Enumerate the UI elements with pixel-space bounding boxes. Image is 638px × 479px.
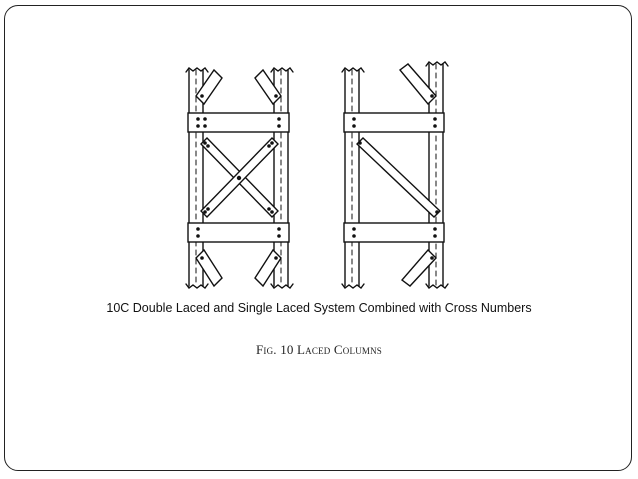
- left-chord: [341, 67, 365, 289]
- slide-frame: [4, 5, 632, 471]
- tie-plate-bottom: [343, 222, 445, 243]
- rivets: [196, 94, 439, 260]
- figure-title: Fig. 10 Laced Columns: [255, 342, 383, 357]
- right-chord: [270, 67, 294, 289]
- tie-plate-top: [187, 112, 290, 133]
- left-chord: [185, 67, 209, 289]
- tie-plate-bottom: [187, 222, 290, 243]
- figure-caption: 10C Double Laced and Single Laced System…: [106, 301, 532, 315]
- single-lacing: [355, 63, 442, 287]
- tie-plate-top: [343, 112, 445, 133]
- single-laced-column: [341, 61, 449, 289]
